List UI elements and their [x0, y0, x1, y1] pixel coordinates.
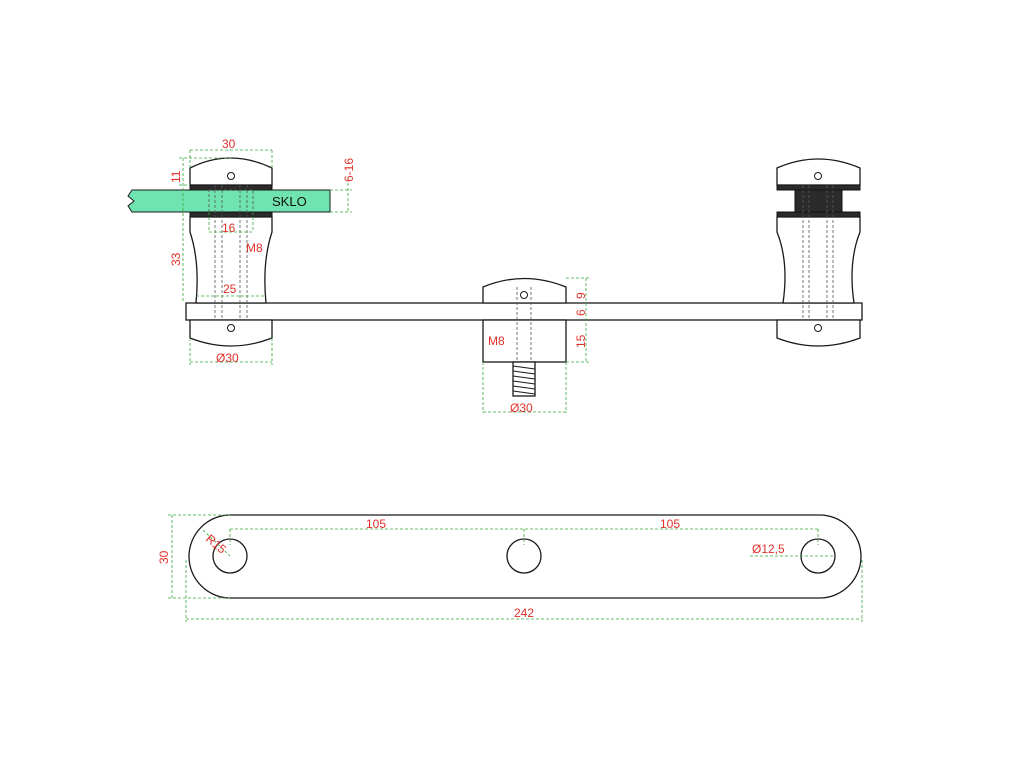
dim-clamp-base: 25	[223, 282, 237, 296]
dim-clamp-width: 30	[222, 137, 236, 151]
connecting-bar	[185, 302, 863, 321]
glass-label: SKLO	[272, 194, 307, 209]
plate-dimensions	[168, 514, 863, 622]
dim-clamp-body-height: 33	[169, 252, 183, 266]
mounting-plate	[188, 514, 862, 599]
dim-center-body-height: 15	[574, 334, 588, 348]
dim-left-diameter: Ø30	[216, 351, 239, 365]
left-clamp	[127, 157, 331, 347]
dim-left-bolt: M8	[246, 241, 263, 255]
dim-plate-width: 30	[157, 550, 171, 564]
left-clamp-dimensions	[179, 149, 352, 365]
dim-glass-range: 6-16	[342, 158, 356, 182]
dim-center-bolt: M8	[488, 334, 505, 348]
dim-hole-diameter: Ø12,5	[752, 542, 785, 556]
glass-pane	[127, 189, 331, 213]
center-standoff	[482, 277, 567, 397]
dim-plate-thickness: 6	[574, 309, 588, 316]
dim-spacing-right: 105	[660, 517, 680, 531]
dim-clamp-top-height: 11	[169, 170, 183, 183]
dim-center-top-height: 9	[574, 292, 588, 299]
dim-spacing-left: 105	[366, 517, 386, 531]
dim-plate-length: 242	[514, 606, 534, 620]
dim-glass-hole: 16	[222, 221, 236, 235]
dim-center-diameter: Ø30	[510, 401, 533, 415]
right-clamp	[776, 158, 861, 347]
center-standoff-dimensions	[482, 277, 590, 413]
